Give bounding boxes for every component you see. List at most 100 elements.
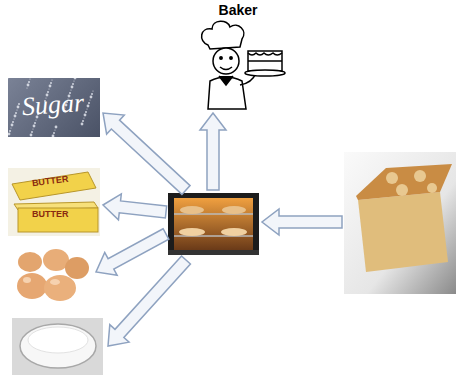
sugar-grain xyxy=(89,99,90,100)
cake-layer xyxy=(248,60,282,62)
sugar-grain xyxy=(49,85,52,88)
sugar-grain xyxy=(29,78,30,79)
butter-picture: BUTTERBUTTER xyxy=(8,168,100,236)
sugar-picture: Sugar xyxy=(8,78,100,137)
sugar-grain xyxy=(14,115,17,118)
sugar-grain xyxy=(92,90,93,91)
sugar-grain xyxy=(8,133,10,136)
butter-pack xyxy=(12,172,96,200)
flour-bowl xyxy=(20,324,96,368)
flour-ground xyxy=(12,318,103,375)
sugar-grain xyxy=(71,86,74,89)
cake-dimple xyxy=(414,170,426,182)
sugar-grain xyxy=(53,132,55,134)
block-arrow xyxy=(262,209,342,235)
sugar-grain xyxy=(32,128,33,129)
sugar-grain xyxy=(17,106,20,109)
cake-drawing xyxy=(248,51,282,71)
butter-pack xyxy=(18,208,98,232)
sugar-grain xyxy=(15,112,17,114)
sugar-grain xyxy=(55,126,58,129)
flour-picture xyxy=(12,318,103,375)
sugar-grain xyxy=(72,83,74,85)
block-arrow xyxy=(200,113,226,190)
sugar-grain xyxy=(27,84,30,87)
cookie xyxy=(222,206,246,214)
block-arrow xyxy=(103,113,190,194)
sugar-grain xyxy=(82,120,84,122)
cake-dimple xyxy=(386,172,398,184)
oven-inside xyxy=(174,198,253,250)
figure-heading: Baker xyxy=(219,3,258,18)
sugar-grain xyxy=(51,79,52,80)
cookie xyxy=(221,228,247,236)
egg-highlight xyxy=(23,277,31,283)
sugar-grain xyxy=(16,109,17,110)
sugar-grain xyxy=(8,78,9,79)
chef-eye xyxy=(220,57,222,59)
chef-smile xyxy=(220,67,232,70)
sugar-grain xyxy=(34,122,36,124)
sugar-grain xyxy=(30,134,33,137)
chef-face xyxy=(213,48,239,74)
egg xyxy=(65,257,89,279)
sugar-grain xyxy=(73,80,74,81)
oven-door-edge xyxy=(168,250,259,255)
sugar-grain xyxy=(54,129,55,130)
cake-ground xyxy=(344,152,456,294)
sugar-grain xyxy=(87,105,90,108)
chef-hat xyxy=(202,21,244,49)
sugar-grain xyxy=(18,103,20,105)
egg xyxy=(17,273,47,299)
sugar-grain xyxy=(13,118,14,119)
sugar-grain xyxy=(88,102,90,104)
block-arrow xyxy=(96,229,169,276)
block-arrow xyxy=(103,194,167,220)
chef-body xyxy=(208,77,246,109)
sugar-grain xyxy=(28,81,30,83)
chef-scarf xyxy=(219,76,233,85)
oven-body xyxy=(168,193,259,255)
sugar-grain xyxy=(11,124,14,127)
cookie xyxy=(180,206,204,214)
sugar-grain xyxy=(86,108,87,109)
cake-top xyxy=(356,164,452,200)
egg xyxy=(44,275,76,301)
sugar-grain xyxy=(91,93,93,95)
sugar-grain xyxy=(85,111,87,113)
sugar-grain xyxy=(74,78,77,79)
cake-dimple xyxy=(427,183,437,193)
eggs-ground xyxy=(12,248,92,303)
sugar-grain xyxy=(52,135,55,137)
cake-picture xyxy=(344,152,456,294)
package-text: BUTTER xyxy=(32,210,69,220)
sugar-grain xyxy=(83,117,84,118)
sugar-grain xyxy=(90,96,93,99)
sugar-grain xyxy=(9,130,11,132)
baker-figure: Baker xyxy=(186,1,290,112)
sugar-grain xyxy=(50,82,52,84)
sugar-grain xyxy=(48,88,49,89)
sugar-grain xyxy=(33,125,36,128)
package-text: Sugar xyxy=(21,89,85,122)
chef-eye xyxy=(230,57,232,59)
sugar-grain xyxy=(81,123,84,126)
oven-rack xyxy=(174,213,253,215)
cake-plate xyxy=(245,70,285,76)
cake-body xyxy=(358,192,448,272)
oven-picture xyxy=(168,193,259,255)
block-arrow xyxy=(108,256,190,346)
cake-dimple xyxy=(396,184,408,196)
egg xyxy=(18,252,42,272)
eggs-picture xyxy=(12,248,92,303)
sugar-grain xyxy=(12,121,14,123)
flour-mound xyxy=(28,327,88,353)
sugar-grain xyxy=(31,131,33,133)
egg-highlight xyxy=(50,279,60,285)
cookie xyxy=(179,228,205,236)
cake-icing xyxy=(248,53,282,55)
sugar-grain xyxy=(10,127,11,128)
chef-drawing xyxy=(202,21,285,109)
sugar-grain xyxy=(26,87,27,88)
